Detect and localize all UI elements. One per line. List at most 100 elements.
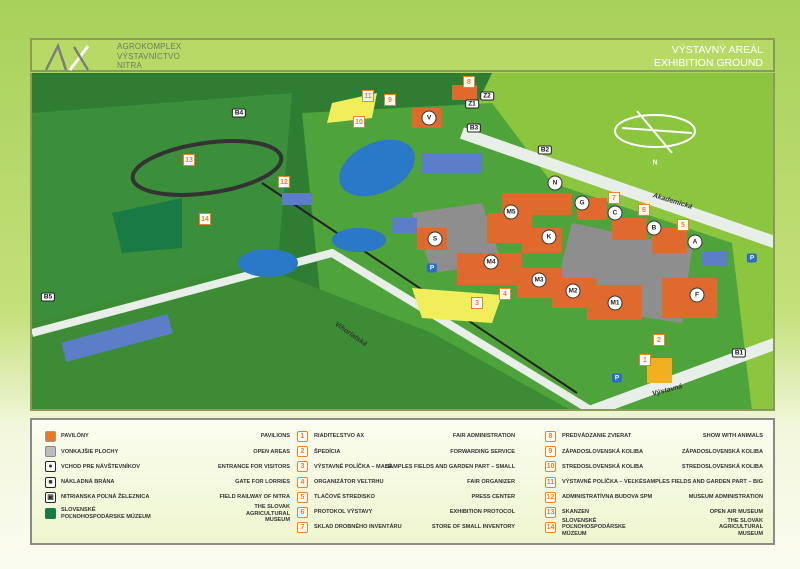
- pavilion-m2[interactable]: M2: [565, 283, 581, 299]
- number-badge: 12: [545, 491, 556, 503]
- compass-icon: [614, 110, 696, 154]
- number-badge: 14: [545, 522, 556, 534]
- legend-en: STREDOSLOVENSKÁ KOLIBA: [681, 463, 763, 470]
- logo-line: AGROKOMPLEX: [117, 42, 182, 51]
- legend-en: OPEN AREAS: [253, 448, 290, 455]
- number-badge: 9: [545, 446, 556, 458]
- pavilion-c[interactable]: C: [607, 205, 623, 221]
- legend-en: SHOW WITH ANIMALS: [702, 433, 763, 440]
- parking-icon: P: [611, 373, 623, 383]
- person-icon: ●: [45, 461, 56, 473]
- legend-en: THE SLOVAK AGRICULTURAL MUSEUM: [718, 517, 763, 537]
- exhibition-map[interactable]: N N G C B A M5 K S M4 M3 M2 M1 F V 1 2 3…: [30, 73, 775, 411]
- legend-en: SAMPLES FIELDS AND GARDEN PART – SMALL: [385, 463, 515, 470]
- gate-b2[interactable]: B2: [537, 145, 553, 155]
- title-en: EXHIBITION GROUND: [653, 57, 763, 69]
- legend-sk: RIADITEĽSTVO AX: [314, 433, 365, 440]
- pavilion-k[interactable]: K: [541, 229, 557, 245]
- pavilion-s[interactable]: S: [427, 231, 443, 247]
- legend-sk: VÝSTAVNÉ POLÍČKA – MALÉ: [314, 463, 392, 470]
- museum-swatch: [45, 508, 56, 520]
- title-sk: VÝSTAVNÝ AREÁL: [671, 44, 763, 56]
- legend-en: EXHIBITION PROTOCOL: [449, 509, 515, 516]
- legend-sk: PAVILÓNY: [61, 433, 89, 440]
- legend-sk: NÁKLADNÁ BRÁNA: [61, 478, 115, 485]
- gate-b1[interactable]: B1: [731, 348, 747, 358]
- pavilion-a[interactable]: A: [687, 234, 703, 250]
- legend-en: FORWARDING SERVICE: [450, 448, 515, 455]
- legend-sk: PROTOKOL VÝSTAVY: [314, 509, 373, 516]
- legend-sk: ŠPEDÍCIA: [314, 448, 341, 455]
- logo-line: VÝSTAVNÍCTVO: [117, 51, 181, 61]
- marker-2[interactable]: 2: [653, 334, 665, 346]
- map-graphic: [32, 73, 773, 409]
- legend-sk: NITRIANSKA POĽNÁ ŽELEZNICA: [61, 494, 150, 501]
- legend: PAVILÓNY PAVILIONS VONKAJŠIE PLOCHY OPEN A…: [30, 418, 775, 545]
- train-icon: ▣: [45, 491, 56, 503]
- legend-en: FAIR ORGANIZER: [467, 478, 515, 485]
- page-title: VÝSTAVNÝ AREÁL EXHIBITION GROUND: [654, 44, 763, 70]
- pavilion-m5[interactable]: M5: [503, 204, 519, 220]
- legend-en: FIELD RAILWAY OF NITRA: [219, 494, 290, 501]
- marker-5[interactable]: 5: [677, 219, 689, 231]
- marker-10[interactable]: 10: [353, 116, 365, 128]
- pavilion-m1[interactable]: M1: [607, 295, 623, 311]
- pavilion-swatch: [45, 431, 56, 443]
- gate-b4[interactable]: B4: [231, 108, 247, 118]
- truck-icon: ■: [45, 476, 56, 488]
- marker-11[interactable]: 11: [362, 90, 374, 102]
- legend-item: ▣ NITRIANSKA POĽNÁ ŽELEZNICA FIELD RAILWAY…: [45, 490, 290, 505]
- legend-en: OPEN AIR MUSEUM: [709, 509, 763, 516]
- open-area-swatch: [45, 446, 56, 458]
- legend-sk: PREDVÁDZANIE ZVIERAT: [562, 433, 632, 440]
- pavilion-g[interactable]: G: [574, 195, 590, 211]
- number-badge: 1: [297, 431, 308, 443]
- pavilion-n[interactable]: N: [547, 175, 563, 191]
- pavilion-m4[interactable]: M4: [483, 254, 499, 270]
- number-badge: 4: [297, 476, 308, 488]
- legend-item: VONKAJŠIE PLOCHY OPEN AREAS: [45, 444, 290, 459]
- marker-8[interactable]: 8: [463, 76, 475, 88]
- number-badge: 10: [545, 461, 556, 473]
- legend-sk: VONKAJŠIE PLOCHY: [61, 448, 119, 455]
- marker-9[interactable]: 9: [384, 94, 396, 106]
- number-badge: 2: [297, 446, 308, 458]
- marker-3[interactable]: 3: [471, 297, 483, 309]
- pavilion-v[interactable]: V: [421, 110, 437, 126]
- legend-en: THE SLOVAK AGRICULTURAL MUSEUM: [245, 504, 290, 524]
- legend-en: SAMPLES FIELDS AND GARDEN PART – BIG: [642, 478, 763, 485]
- marker-4[interactable]: 4: [499, 288, 511, 300]
- legend-sk: SKLAD DROBNÉHO INVENTÁRU: [314, 524, 402, 531]
- legend-en: GATE FOR LORRIES: [235, 478, 290, 485]
- gate-b3[interactable]: B3: [466, 123, 482, 133]
- marker-6[interactable]: 6: [638, 204, 650, 216]
- legend-en: STORE OF SMALL INVENTORY: [431, 524, 515, 531]
- legend-sk: ADMINISTRATÍVNA BUDOVA SPM: [562, 494, 653, 501]
- pavilion-b[interactable]: B: [646, 220, 662, 236]
- gate-z2[interactable]: Z2: [480, 91, 494, 101]
- compass-north-label: N: [652, 159, 658, 167]
- legend-sk: TLAČOVÉ STREDISKO: [314, 494, 375, 501]
- legend-en: FAIR ADMINISTRATION: [452, 433, 515, 440]
- marker-7[interactable]: 7: [608, 192, 620, 204]
- marker-1[interactable]: 1: [639, 354, 651, 366]
- legend-en: PAVILIONS: [260, 433, 290, 440]
- marker-12[interactable]: 12: [278, 176, 290, 188]
- header: AGROKOMPLEX VÝSTAVNÍCTVO NITRA VÝSTAVNÝ …: [30, 38, 775, 72]
- legend-item: 6 PROTOKOL VÝSTAVY EXHIBITION PROTOCOL: [297, 505, 515, 520]
- gate-b5[interactable]: B5: [40, 292, 56, 302]
- marker-14[interactable]: 14: [199, 213, 211, 225]
- number-badge: 6: [297, 507, 308, 519]
- marker-13[interactable]: 13: [183, 154, 195, 166]
- pavilion-m3[interactable]: M3: [531, 272, 547, 288]
- gate-z1[interactable]: Z1: [465, 99, 479, 109]
- legend-item: 2 ŠPEDÍCIA FORWARDING SERVICE: [297, 444, 515, 459]
- pavilion-f[interactable]: F: [689, 287, 705, 303]
- legend-sk: ZÁPADOSLOVENSKÁ KOLIBA: [562, 448, 644, 455]
